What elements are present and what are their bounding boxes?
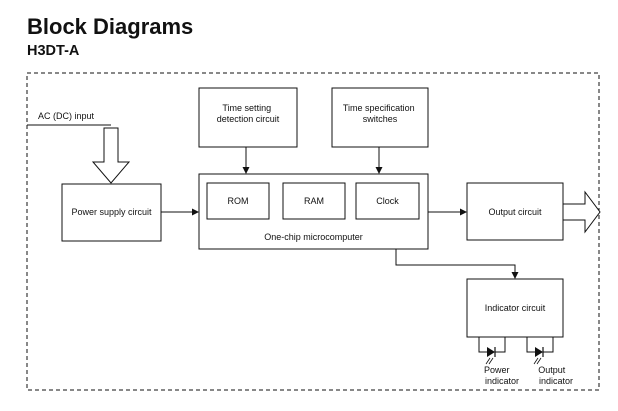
svg-text:Output indicator: Output indicator [538, 365, 573, 386]
indicator-circuit-label: Indicator circuit [485, 303, 546, 313]
power-supply-circuit-block: Power supply circuit [61, 183, 162, 242]
page-subtitle: H3DT-A [27, 43, 80, 59]
svg-text:Power indicator: Power indicator [484, 365, 519, 386]
output-indicator-line-2: indicator [539, 376, 573, 386]
indicator-circuit-block: Indicator circuit [466, 278, 564, 338]
one-chip-microcomputer-block: ROM RAM Clock One-chip microcomputer [198, 173, 429, 250]
output-indicator-led-icon [526, 337, 554, 365]
power-indicator-line-2: indicator [485, 376, 519, 386]
rom-block [206, 182, 270, 220]
power-indicator-led-icon [478, 337, 506, 365]
output-circuit-label: Output circuit [488, 207, 542, 217]
time-specification-switches-block: Time specification switches [331, 87, 429, 148]
time-spec-line-1: Time specification [343, 103, 415, 113]
micro-to-indicator-line [395, 249, 519, 279]
svg-text:Time setting detection c: Time setting detection circuit [217, 103, 280, 124]
page-title: Block Diagrams [27, 14, 194, 39]
time-setting-line-1: Time setting [222, 103, 271, 113]
time-setting-detection-block: Time setting detection circuit [198, 87, 298, 148]
time-spec-line-2: switches [363, 114, 398, 124]
ac-input-label: AC (DC) input [38, 111, 95, 121]
ram-block [282, 182, 346, 220]
output-indicator-line-1: Output [538, 365, 566, 375]
output-circuit-block: Output circuit [466, 182, 564, 241]
clock-block [355, 182, 420, 220]
input-arrow [91, 127, 131, 184]
power-supply-label: Power supply circuit [71, 207, 152, 217]
microcomputer-label: One-chip microcomputer [264, 232, 363, 242]
ram-label: RAM [304, 196, 324, 206]
time-setting-line-2: detection circuit [217, 114, 280, 124]
svg-text:Time specification switc: Time specification switches [343, 103, 417, 124]
clock-label: Clock [376, 196, 399, 206]
device-boundary [26, 72, 600, 391]
output-arrow [562, 190, 601, 234]
power-indicator-line-1: Power [484, 365, 510, 375]
rom-label: ROM [228, 196, 249, 206]
